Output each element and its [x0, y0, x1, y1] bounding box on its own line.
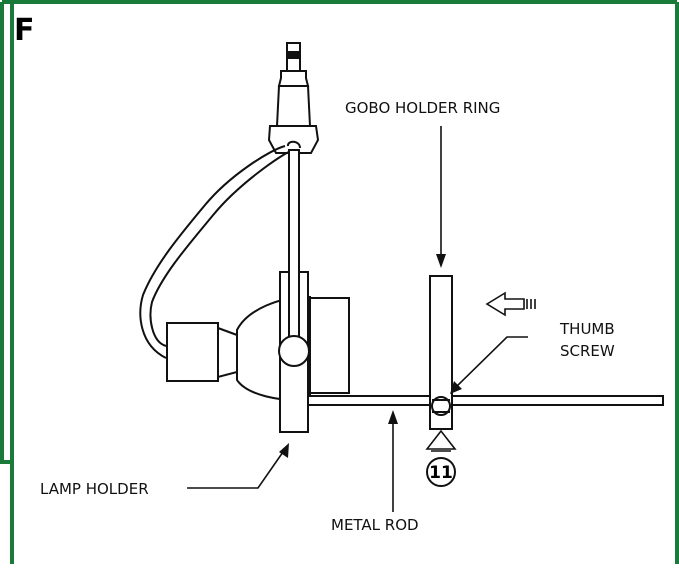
label-metal-rod: METAL ROD	[331, 516, 419, 534]
label-gobo-holder-ring: GOBO HOLDER RING	[345, 99, 500, 117]
up-arrow-icon	[425, 429, 457, 452]
lamp-bulb	[166, 295, 350, 402]
panel-letter: F	[14, 13, 35, 48]
label-thumb-screw-line2: SCREW	[560, 342, 615, 360]
label-thumb-screw-line1: THUMB	[559, 320, 615, 338]
gobo-holder-ring	[429, 275, 453, 430]
lamp-connector	[267, 42, 320, 154]
left-arrow-icon	[485, 291, 536, 317]
label-lamp-holder: LAMP HOLDER	[40, 480, 149, 498]
lamp-holder	[278, 149, 310, 433]
leader-arrowheads	[279, 254, 462, 458]
step-number: 11	[429, 463, 453, 483]
lamp-cables	[139, 140, 301, 359]
step-number-badge: 11	[426, 457, 456, 487]
leader-lines	[187, 126, 528, 512]
metal-rod	[306, 395, 664, 406]
